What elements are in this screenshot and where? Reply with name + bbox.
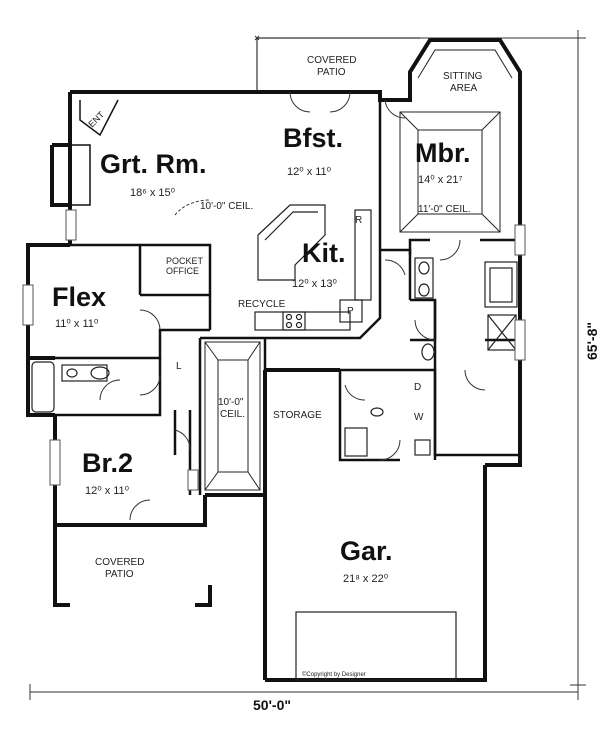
entry-angle <box>70 99 119 206</box>
sitting-area-line1: SITTING <box>443 71 483 82</box>
recycle-label: RECYCLE <box>238 299 286 310</box>
depth-dimension: 65'-8" <box>584 322 600 360</box>
breakfast-size: 12⁰ x 11⁰ <box>287 166 332 178</box>
hall-ceiling-line2: CEIL. <box>220 409 245 420</box>
interior-walls <box>28 100 520 495</box>
great-room-ceiling-arc <box>174 199 211 216</box>
copyright: ©Copyright by Designer <box>302 671 366 678</box>
kitchen-size: 12⁰ x 13⁰ <box>292 278 337 290</box>
pocket-office-line1: POCKET <box>166 256 204 266</box>
great-room-size: 18⁶ x 15⁰ <box>130 187 176 199</box>
garage-name: Gar. <box>340 536 393 566</box>
great-room-ceiling: 10'-0" CEIL. <box>200 201 253 212</box>
master-ceiling: 11'-0" CEIL. <box>418 204 471 215</box>
breakfast-name: Bfst. <box>283 123 343 153</box>
door-swings <box>99 91 486 521</box>
master-size: 14⁰ x 21⁷ <box>418 174 462 186</box>
garage-size: 21⁸ x 22⁰ <box>343 573 389 585</box>
storage-label: STORAGE <box>273 410 322 421</box>
pocket-office-line2: OFFICE <box>166 266 199 276</box>
refrigerator-label: R <box>355 215 362 226</box>
covered-patio-top-line1: COVERED <box>307 55 356 66</box>
windows <box>22 209 526 491</box>
dryer-label: D <box>414 382 421 393</box>
covered-patio-bottom-line2: PATIO <box>105 569 134 580</box>
bedroom2-name: Br.2 <box>82 448 133 478</box>
entry-label: ENT <box>86 109 106 129</box>
bath-fixtures <box>31 257 518 457</box>
linen-label: L <box>176 361 182 372</box>
kitchen-name: Kit. <box>302 238 346 268</box>
covered-patio-top-line2: PATIO <box>317 67 346 78</box>
hall-ceiling-tray <box>204 341 261 491</box>
hall-ceiling-line1: 10'-0" <box>218 397 244 408</box>
covered-patio-top-outline <box>256 37 420 92</box>
washer-label: W <box>414 412 424 423</box>
master-ceiling-tray <box>399 49 513 233</box>
covered-patio-bottom-line1: COVERED <box>95 557 144 568</box>
flex-name: Flex <box>52 282 106 312</box>
great-room-name: Grt. Rm. <box>100 149 207 179</box>
garage-door <box>295 611 457 681</box>
master-name: Mbr. <box>415 138 471 168</box>
flex-size: 11⁰ x 11⁰ <box>55 318 99 330</box>
exterior-walls <box>26 38 522 682</box>
sitting-area-line2: AREA <box>450 83 478 94</box>
bedroom2-size: 12⁰ x 11⁰ <box>85 485 130 497</box>
width-dimension: 50'-0" <box>253 697 291 713</box>
pantry-label: P <box>347 306 354 317</box>
kitchen-fixtures <box>254 204 372 331</box>
